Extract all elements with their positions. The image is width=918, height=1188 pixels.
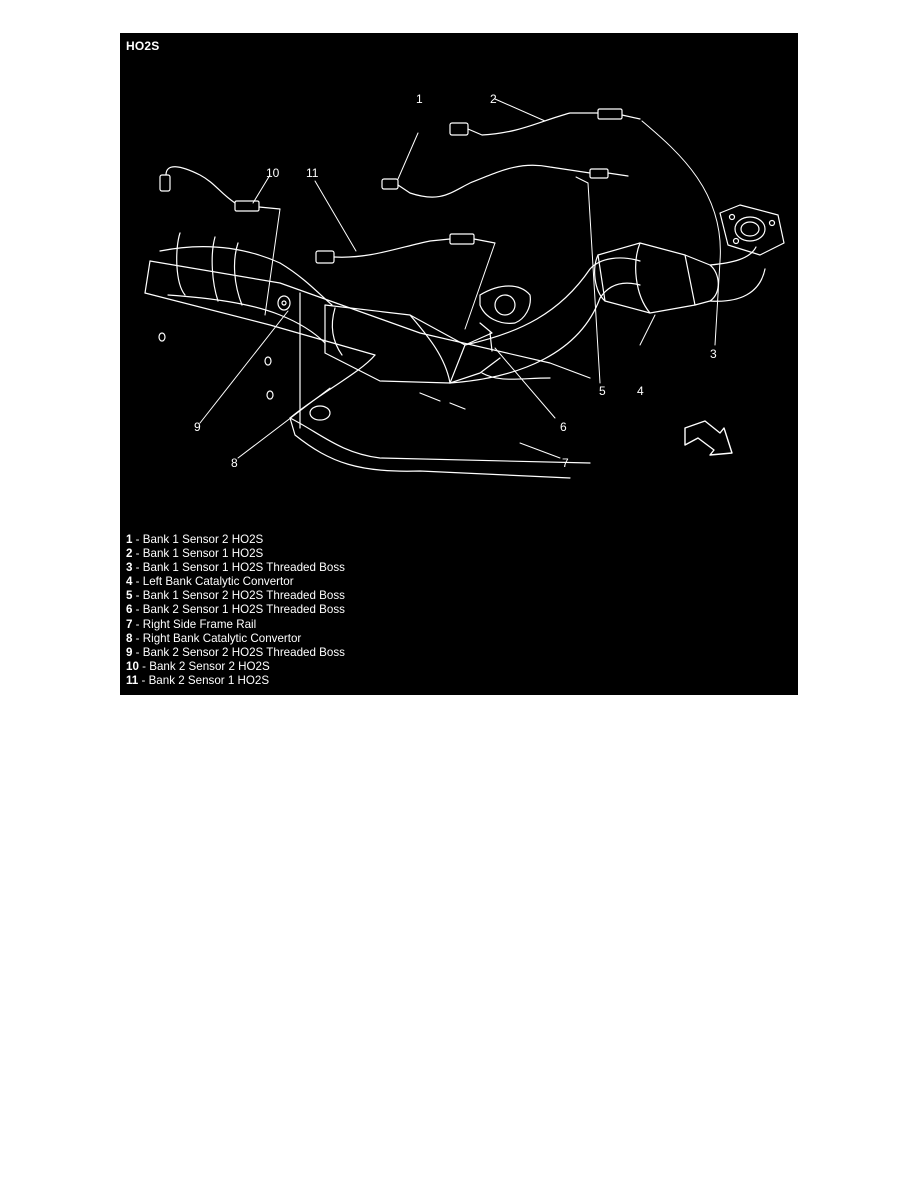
sensor-10	[159, 166, 281, 212]
left-bank-converter	[594, 204, 785, 314]
legend-item: 2 - Bank 1 Sensor 1 HO2S	[126, 547, 264, 561]
callout-4: 4	[637, 384, 644, 398]
legend-item: 1 - Bank 1 Sensor 2 HO2S	[126, 533, 264, 546]
legend-item: 10 - Bank 2 Sensor 2 HO2S	[126, 659, 270, 673]
right-bank-converter	[159, 232, 501, 384]
crossover-pipe	[449, 257, 641, 384]
ho2s-figure: HO2S	[120, 33, 798, 695]
callout-3: 3	[710, 347, 717, 361]
legend-item: 7 - Right Side Frame Rail	[126, 617, 257, 631]
sensor-2	[449, 108, 641, 136]
callout-7: 7	[562, 456, 569, 470]
callout-5: 5	[599, 384, 606, 398]
frame-rail	[144, 260, 591, 479]
legend-item: 4 - Left Bank Catalytic Convertor	[126, 575, 294, 589]
legend-item: 9 - Bank 2 Sensor 2 HO2S Threaded Boss	[126, 645, 345, 659]
callout-11: 11	[306, 166, 319, 180]
callout-1: 1	[416, 92, 423, 106]
sensor-1	[381, 164, 629, 198]
callout-labels: 1 2 3 4 5 6 7 8 9 10 11	[194, 92, 717, 470]
legend-item: 5 - Bank 1 Sensor 2 HO2S Threaded Boss	[126, 589, 345, 603]
sensor-11	[315, 233, 496, 264]
legend-item: 11 - Bank 2 Sensor 1 HO2S	[126, 673, 270, 687]
legend-item: 8 - Right Bank Catalytic Convertor	[126, 631, 302, 645]
exhaust-diagram: 1 2 3 4 5 6 7 8 9 10 11	[144, 92, 785, 479]
legend-item: 6 - Bank 2 Sensor 1 HO2S Threaded Boss	[126, 603, 345, 617]
callout-9: 9	[194, 420, 201, 434]
figure-title: HO2S	[126, 39, 160, 53]
legend: 1 - Bank 1 Sensor 2 HO2S 2 - Bank 1 Sens…	[126, 533, 345, 688]
callout-2: 2	[490, 92, 497, 106]
leader-lines	[199, 98, 721, 459]
legend-item: 3 - Bank 1 Sensor 1 HO2S Threaded Boss	[126, 561, 345, 575]
callout-8: 8	[231, 456, 238, 470]
forward-arrow	[684, 420, 733, 456]
callout-10: 10	[266, 166, 280, 180]
callout-6: 6	[560, 420, 567, 434]
